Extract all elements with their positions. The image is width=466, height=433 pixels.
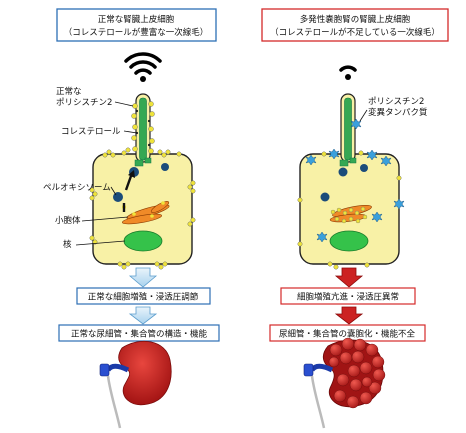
right-primary-cilium [339, 93, 357, 167]
right-header-line1: 多発性嚢胞腎の腎臓上皮細胞 [300, 14, 411, 25]
right-leader-polycystin [359, 109, 368, 122]
left-label-er: 小胞体 [55, 215, 81, 226]
right-result-box-1 [280, 287, 416, 305]
left-cholesterol-marks [135, 109, 151, 147]
left-leader-er [81, 216, 129, 222]
wifi-signal-icon [124, 52, 162, 82]
left-result-box-1 [76, 287, 211, 305]
left-polycystin-dots [131, 101, 155, 154]
left-endoplasmic-reticulum [121, 201, 170, 225]
left-result-text-1: 正常な細胞増殖・浸透圧調節 [88, 292, 199, 303]
left-leader-polycystin [114, 101, 134, 107]
left-nucleus [123, 230, 163, 252]
left-label-cholesterol: コレステロール [61, 127, 121, 137]
left-leader-cholesterol [123, 130, 138, 134]
right-header-line2: （コレステロールが不足している一次線毛） [270, 27, 440, 38]
left-header-line1: 正常な腎臓上皮細胞 [98, 14, 175, 25]
right-panel: 多発性嚢胞腎の腎臓上皮細胞 （コレステロールが不足している一次線毛） [261, 8, 449, 429]
right-mutant-polycystin-stars [305, 118, 405, 243]
left-label-polycystin-2: ポリシスチン2 [56, 98, 112, 108]
left-label-nucleus: 核 [63, 239, 72, 250]
right-flow-arrow-1 [334, 267, 364, 288]
right-peroxisomes [320, 164, 368, 202]
left-leader-nucleus [75, 240, 126, 246]
right-membrane-dots [297, 150, 402, 270]
left-header-box [56, 8, 217, 42]
left-flow-arrow-2 [128, 306, 158, 325]
right-endoplasmic-reticulum [329, 204, 372, 224]
left-flow-arrow-1 [128, 267, 158, 288]
left-label-polycystin-1: 正常な [56, 86, 82, 97]
left-panel: 正常な腎臓上皮細胞 （コレステロールが豊富な一次線毛） [43, 8, 220, 429]
right-label-polycystin-1: ポリシスチン2 [368, 97, 424, 107]
right-nucleus [329, 230, 369, 252]
left-result-text-2: 正常な尿細管・集合管の構造・機能 [71, 329, 208, 340]
left-transport-arrows [122, 170, 135, 212]
right-label-polycystin-2: 変異タンパク質 [368, 107, 428, 118]
right-result-text-1: 細胞増殖亢進・浸透圧異常 [297, 292, 399, 303]
right-flow-arrow-2 [334, 306, 364, 325]
normal-kidney-image [99, 340, 172, 429]
left-membrane-clusters [89, 147, 196, 270]
left-header-line2: （コレステロールが豊富な一次線毛） [64, 27, 209, 38]
left-primary-cilium [134, 93, 152, 167]
right-result-text-2: 尿細管・集合管の嚢胞化・機能不全 [279, 329, 416, 340]
left-leader-peroxisome [110, 186, 117, 196]
polycystic-kidney-image [303, 337, 386, 429]
right-header-box [261, 8, 449, 42]
weak-signal-icon [339, 65, 357, 80]
left-label-peroxisome: ペルオキシソーム [43, 183, 111, 193]
